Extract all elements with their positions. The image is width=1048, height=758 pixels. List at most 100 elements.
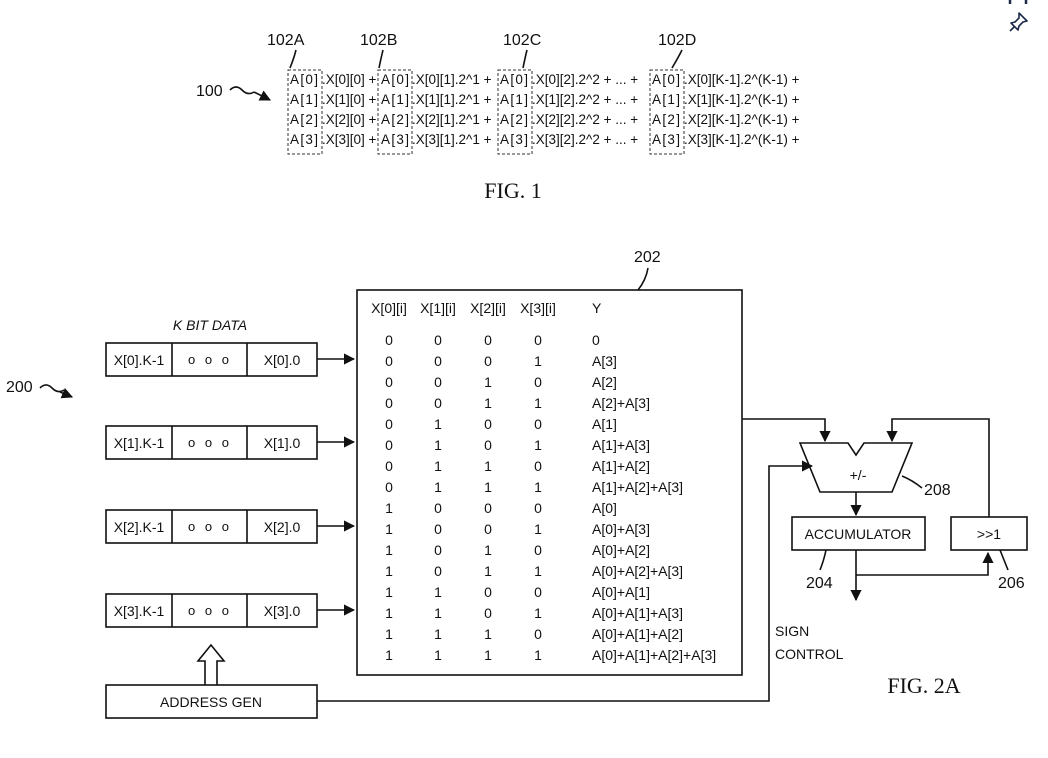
register-msb-label: X[3].K-1	[114, 603, 165, 619]
accumulator-label: ACCUMULATOR	[805, 526, 912, 542]
table-cell: 1	[385, 605, 393, 621]
table-cell: 0	[534, 500, 542, 516]
expand-icon[interactable]	[1008, 0, 1028, 10]
ref-204: 204	[806, 575, 833, 592]
coefficient-term: A[1]	[290, 92, 318, 107]
leader-102a	[289, 49, 297, 69]
table-cell: A[0]	[592, 500, 617, 516]
table-cell: 0	[534, 416, 542, 432]
table-cell: 0	[385, 395, 393, 411]
table-header: X[0][i]	[371, 300, 407, 316]
leader-102d	[671, 49, 683, 69]
table-cell: 0	[484, 584, 492, 600]
table-cell: 0	[434, 353, 442, 369]
table-cell: 0	[534, 542, 542, 558]
table-cell: 1	[484, 374, 492, 390]
acc-to-shift-line	[856, 551, 994, 576]
table-cell: 1	[534, 437, 542, 453]
data-term: .X[2][K-1].2^(K-1) +	[684, 112, 800, 127]
coefficient-term: A[2]	[290, 112, 318, 127]
table-cell: 0	[434, 332, 442, 348]
table-cell: 1	[534, 647, 542, 663]
fig1: 100 102A 102B 102C 102D A[0].X[0][0] +A[…	[196, 32, 800, 203]
coefficient-term: A[2]	[381, 112, 409, 127]
sign-control-label-1: SIGN	[775, 623, 809, 639]
coefficient-term: A[3]	[381, 132, 409, 147]
data-term: .X[3][0] +	[322, 132, 377, 147]
adder-subtractor	[798, 442, 914, 493]
table-cell: A[2]	[592, 374, 617, 390]
table-cell: 0	[434, 500, 442, 516]
table-cell: 0	[484, 500, 492, 516]
data-term: .X[2][2].2^2 + ... +	[532, 112, 638, 127]
table-cell: A[1]+A[2]+A[3]	[592, 479, 683, 495]
leader-102c	[522, 49, 528, 69]
table-cell: 1	[385, 500, 393, 516]
register-msb-label: X[2].K-1	[114, 519, 165, 535]
table-cell: 0	[385, 437, 393, 453]
ref-100-arrow	[253, 90, 272, 101]
table-cell: 0	[534, 458, 542, 474]
ref-200-leader	[39, 384, 65, 393]
equation-rows: A[0].X[0][0] +A[0].X[0][1].2^1 +A[0].X[0…	[290, 72, 800, 147]
table-cell: A[0]+A[2]+A[3]	[592, 563, 683, 579]
ref-200: 200	[6, 379, 33, 396]
table-cell: 0	[434, 542, 442, 558]
lookup-table-box	[356, 289, 743, 676]
table-cell: 1	[385, 563, 393, 579]
data-term: .X[0][0] +	[322, 72, 377, 87]
register-lsb-label: X[0].0	[264, 352, 301, 368]
coefficient-term: A[3]	[500, 132, 528, 147]
register-lsb-label: X[1].0	[264, 435, 301, 451]
table-cell: 0	[534, 584, 542, 600]
register-msb-label: X[1].K-1	[114, 435, 165, 451]
table-cell: 0	[484, 353, 492, 369]
label-102a: 102A	[267, 32, 305, 49]
register-ellipsis: o o o	[188, 352, 232, 367]
data-term: .X[3][1].2^1 +	[412, 132, 492, 147]
data-term: .X[0][K-1].2^(K-1) +	[684, 72, 800, 87]
table-cell: 1	[434, 605, 442, 621]
table-header: X[3][i]	[520, 300, 556, 316]
table-cell: 1	[385, 584, 393, 600]
table-cell: 0	[484, 605, 492, 621]
table-cell: 1	[434, 626, 442, 642]
table-cell: 0	[385, 332, 393, 348]
table-cell: 1	[484, 626, 492, 642]
data-term: .X[3][K-1].2^(K-1) +	[684, 132, 800, 147]
fig1-caption: FIG. 1	[484, 178, 541, 203]
data-term: .X[2][0] +	[322, 112, 377, 127]
table-cell: 1	[434, 647, 442, 663]
table-cell: 1	[385, 647, 393, 663]
corner-icons	[1008, 0, 1034, 34]
ref-208: 208	[924, 482, 951, 499]
table-cell: 1	[434, 437, 442, 453]
coefficient-term: A[2]	[652, 112, 680, 127]
ref-100-leader	[229, 86, 255, 95]
address-up-arrow	[196, 643, 226, 685]
pin-icon[interactable]	[1008, 11, 1030, 33]
ref-208-leader	[901, 475, 923, 489]
table-cell: 1	[434, 458, 442, 474]
data-term: .X[2][1].2^1 +	[412, 112, 492, 127]
table-cell: 0	[385, 458, 393, 474]
coefficient-term: A[1]	[381, 92, 409, 107]
table-cell: 0	[484, 416, 492, 432]
table-cell: 0	[592, 332, 600, 348]
register-lsb-label: X[3].0	[264, 603, 301, 619]
leader-102b	[378, 49, 384, 69]
register-ellipsis: o o o	[188, 603, 232, 618]
table-cell: 0	[484, 332, 492, 348]
table-cell: 1	[484, 479, 492, 495]
table-cell: 0	[385, 479, 393, 495]
table-header: X[1][i]	[420, 300, 456, 316]
table-cell: A[0]+A[3]	[592, 521, 650, 537]
table-cell: 0	[434, 395, 442, 411]
table-cell: 0	[534, 374, 542, 390]
register-box	[105, 509, 318, 544]
ref-200-arrow	[59, 387, 74, 399]
